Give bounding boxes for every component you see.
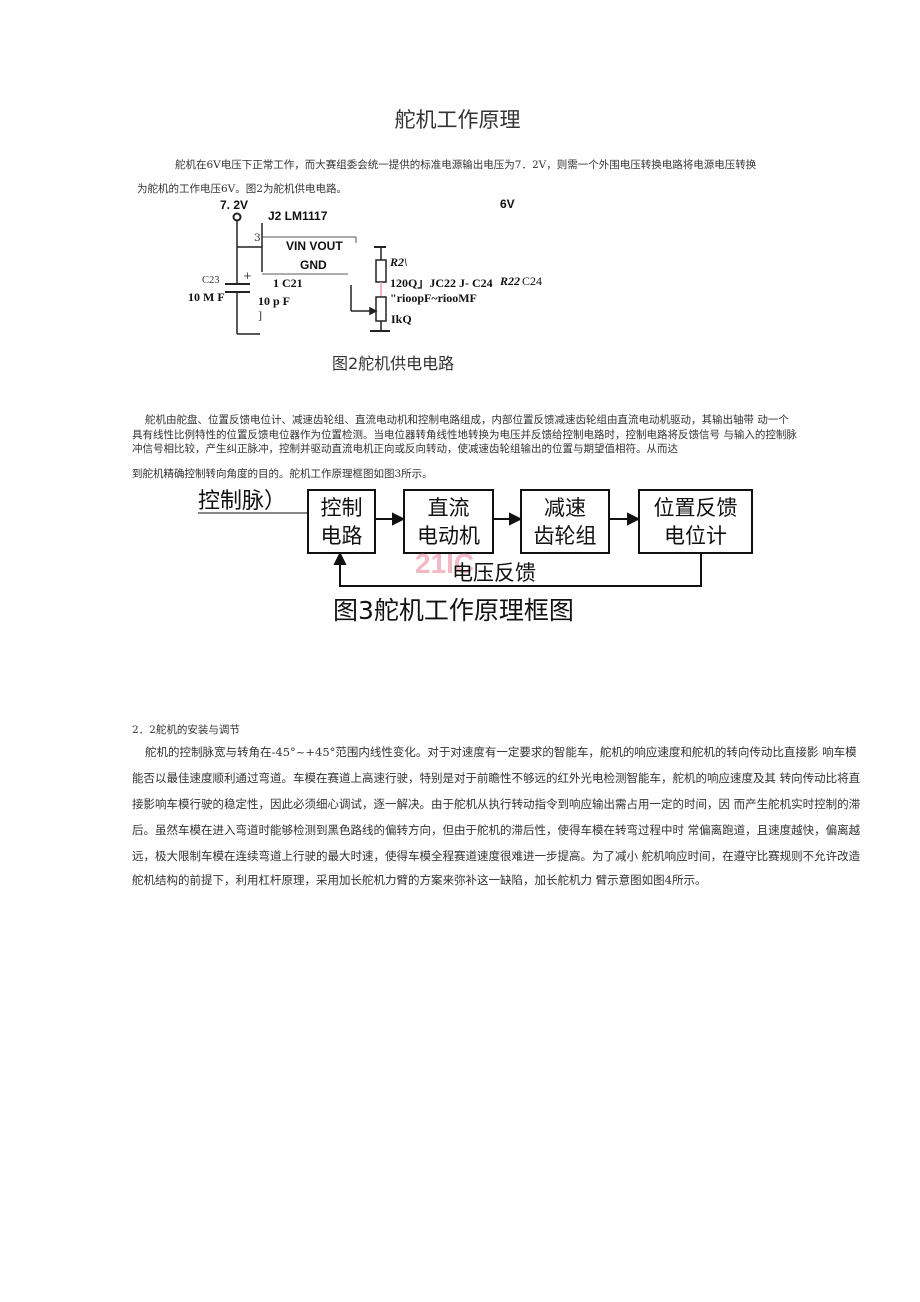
c24-label: C24 [522, 274, 543, 288]
resistor-line: 120Q」JC22 J- C24 [390, 276, 493, 290]
paragraph-line: 后。虽然车模在进入弯道时能够检测到黑色路线的偏转方向，但由于舵机的滞后性，使得车… [132, 823, 861, 837]
feedback-label: 电压反馈 [452, 561, 536, 585]
vout-label: 6V [500, 197, 515, 211]
c21-label: 1 C21 [273, 276, 303, 290]
bracket: ] [258, 310, 263, 322]
paragraph-line: 到舵机精确控制转向角度的目的。舵机工作原理框图如图3所示。 [132, 468, 433, 480]
vin-label: 7. 2V [220, 198, 249, 212]
paragraph-line: 舵机由舵盘、位置反馈电位计、减速齿轮组、直流电动机和控制电路组成，内部位置反馈减… [145, 414, 789, 426]
figure2-caption: 图2舵机供电电路 [332, 354, 455, 373]
circuit-diagram [225, 212, 390, 335]
paragraph-line: 接影响车模行驶的稳定性，因此必须细心调试，逐一解决。由于舵机从执行转动指令到响应… [132, 797, 861, 811]
paragraph-line: 冲信号相比较，产生纠正脉冲，控制并驱动直流电机正向或反向转动，使减速齿轮组输出的… [132, 443, 678, 455]
paragraph-line: 具有线性比例特性的位置反馈电位器作为位置检测。当电位器转角线性地转换为电压并反馈… [132, 429, 797, 441]
section-heading: 2．2舵机的安装与调节 [132, 724, 240, 736]
block-control-circuit: 控制电路 [307, 489, 376, 554]
paragraph-line: 舵机结构的前提下，利用杠杆原理，采用加长舵机力臂的方案来弥补这一缺陷，加长舵机力… [132, 873, 707, 887]
block-feedback-potentiometer: 位置反馈电位计 [638, 489, 753, 554]
input-signal-label: 控制脉） [198, 489, 287, 514]
block-gear-set: 减速齿轮组 [520, 489, 610, 554]
chip-label: J2 LM1117 [268, 209, 328, 223]
paragraph-line: 舵机的控制脉宽与转角在-45°~+45°范围内线性变化。对于对速度有一定要求的智… [145, 745, 857, 759]
c23-label: C23 [202, 275, 220, 286]
pot-label: IkQ [391, 312, 412, 326]
paragraph-line: 远，极大限制车模在连续弯道上行驶的最大时速，使得车模全程赛道速度很难进一步提高。… [132, 849, 861, 863]
r2-label: R2\ [390, 255, 408, 269]
paragraph-line: 舵机在6V电压下正常工作，而大赛组委会统一提供的标准电源输出电压为7．2V，则需… [175, 159, 757, 171]
pin-label: 3 [254, 232, 261, 244]
watermark-logo: 21IC [415, 548, 475, 579]
c23-value: 10 M F [188, 290, 225, 304]
c21-value: 10 p F [258, 294, 291, 308]
cap-values: "rioopF~riooMF [390, 291, 477, 305]
paragraph-line: 能否以最佳速度顺利通过弯道。车模在赛道上高速行驶，特别是对于前瞻性不够远的红外光… [132, 771, 861, 785]
block-dc-motor: 直流电动机 [403, 489, 494, 554]
block-diagram-lines [198, 512, 702, 587]
vin-vout-label: VIN VOUT [286, 239, 343, 253]
plus-label: + [243, 270, 252, 282]
page-title: 舵机工作原理 [394, 108, 521, 132]
paragraph-line: 为舵机的工作电压6V。图2为舵机供电电路。 [137, 183, 347, 195]
gnd-label: GND [300, 258, 327, 272]
r22-label: R22 [500, 274, 521, 288]
figure3-caption: 图3舵机工作原理框图 [333, 596, 574, 625]
